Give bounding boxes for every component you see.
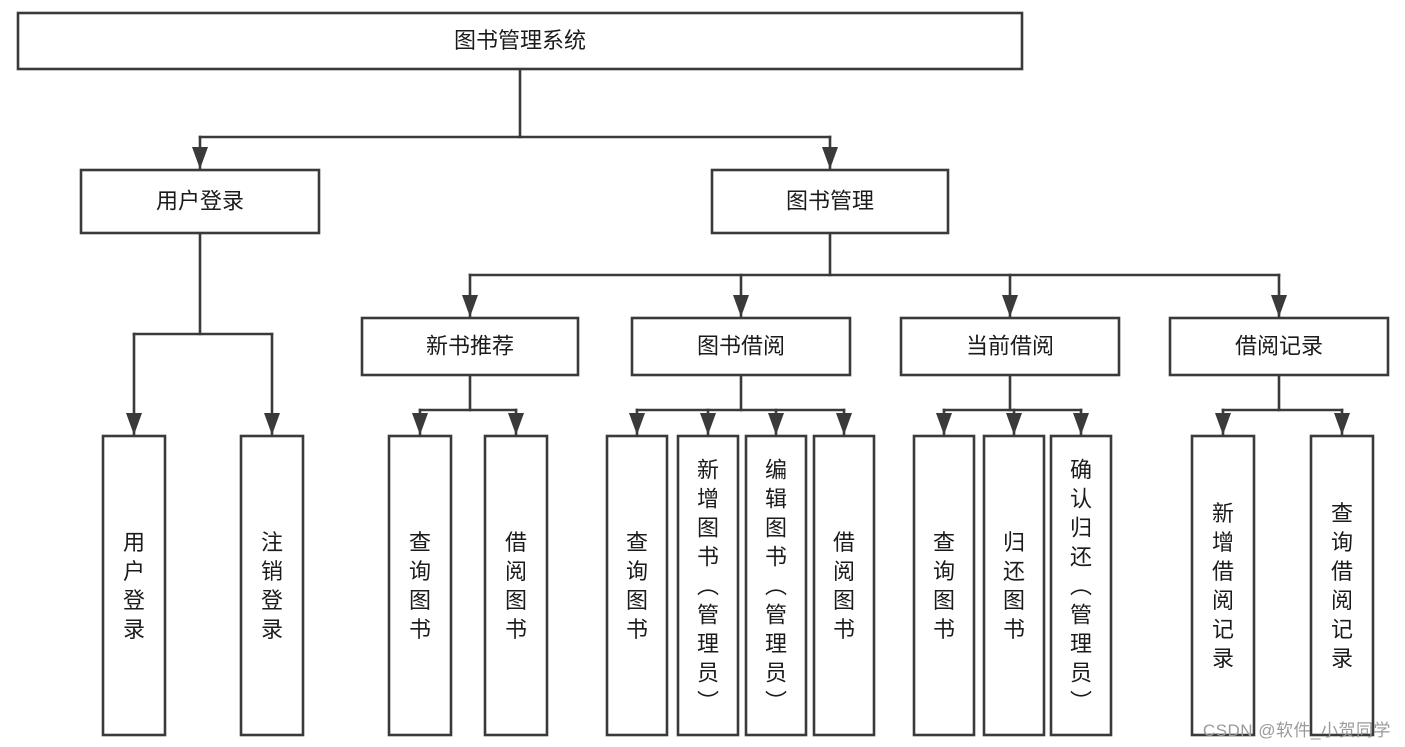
node-leaf-user-login[interactable]: 用户登录 (101, 434, 167, 737)
node-label-leaf-query-book-current: 查询图书 (933, 530, 955, 642)
node-label-leaf-add-borrow-record: 新增借阅记录 (1212, 501, 1234, 671)
node-box-leaf-query-book-current[interactable] (912, 434, 976, 737)
arrow-head-icon (508, 413, 524, 435)
node-box-borrow-records[interactable] (1168, 316, 1390, 377)
node-box-leaf-query-book-borrow[interactable] (605, 434, 669, 737)
node-leaf-return-book[interactable]: 归还图书 (982, 434, 1046, 737)
node-box-leaf-add-book-admin[interactable] (676, 434, 740, 737)
node-label-current-borrow: 当前借阅 (966, 333, 1054, 358)
node-label-leaf-borrow-book: 借阅图书 (833, 530, 855, 642)
node-new-book-recommend[interactable]: 新书推荐 (360, 316, 580, 377)
node-box-root[interactable] (16, 11, 1024, 71)
node-label-leaf-borrow-book-rec: 借阅图书 (505, 530, 527, 642)
arrow-head-icon (462, 295, 478, 317)
node-label-leaf-edit-book-admin: 编辑图书︵管理员︶ (765, 458, 787, 715)
arrow-head-icon (264, 413, 280, 435)
node-box-book-management[interactable] (710, 168, 950, 235)
node-borrow-records[interactable]: 借阅记录 (1168, 316, 1390, 377)
node-label-leaf-return-book: 归还图书 (1003, 530, 1025, 642)
node-label-book-management: 图书管理 (786, 188, 874, 213)
arrow-head-icon (822, 147, 838, 169)
node-box-leaf-user-login[interactable] (101, 434, 167, 737)
node-label-leaf-logout: 注销登录 (261, 530, 283, 642)
node-leaf-add-borrow-record[interactable]: 新增借阅记录 (1190, 434, 1256, 737)
arrow-head-icon (700, 413, 716, 435)
node-label-leaf-query-book-rec: 查询图书 (409, 530, 431, 642)
node-box-leaf-return-book[interactable] (982, 434, 1046, 737)
arrow-head-icon (1334, 413, 1350, 435)
node-label-leaf-confirm-return-admin: 确认归还︵管理员︶ (1070, 458, 1092, 715)
node-label-leaf-query-borrow-record: 查询借阅记录 (1331, 501, 1353, 671)
node-box-user-login[interactable] (79, 168, 321, 235)
node-box-leaf-edit-book-admin[interactable] (744, 434, 808, 737)
node-box-leaf-query-borrow-record[interactable] (1309, 434, 1375, 737)
arrow-head-icon (126, 413, 142, 435)
node-root[interactable]: 图书管理系统 (16, 11, 1024, 71)
arrow-head-icon (1215, 413, 1231, 435)
arrow-head-icon (936, 413, 952, 435)
arrow-head-icon (836, 413, 852, 435)
node-label-leaf-query-book-borrow: 查询图书 (626, 530, 648, 642)
arrow-head-icon (629, 413, 645, 435)
node-leaf-edit-book-admin[interactable]: 编辑图书︵管理员︶ (744, 434, 808, 737)
arrow-head-icon (412, 413, 428, 435)
watermark-text: CSDN @软件_小贺同学 (1202, 721, 1391, 740)
node-box-leaf-borrow-book-rec[interactable] (483, 434, 549, 737)
arrow-head-icon (1006, 413, 1022, 435)
node-layer: 图书管理系统用户登录图书管理新书推荐图书借阅当前借阅借阅记录用户登录注销登录查询… (16, 11, 1390, 737)
node-label-borrow-records: 借阅记录 (1235, 333, 1323, 358)
node-box-leaf-confirm-return-admin[interactable] (1049, 434, 1113, 737)
node-label-root: 图书管理系统 (454, 28, 586, 53)
arrow-head-icon (1073, 413, 1089, 435)
node-box-leaf-borrow-book[interactable] (812, 434, 876, 737)
node-label-new-book-recommend: 新书推荐 (426, 333, 514, 358)
node-leaf-query-borrow-record[interactable]: 查询借阅记录 (1309, 434, 1375, 737)
arrow-head-icon (192, 147, 208, 169)
node-current-borrow[interactable]: 当前借阅 (899, 316, 1121, 377)
node-label-leaf-add-book-admin: 新增图书︵管理员︶ (697, 458, 719, 715)
arrow-head-icon (1271, 295, 1287, 317)
node-box-leaf-add-borrow-record[interactable] (1190, 434, 1256, 737)
connector-layer (126, 67, 1350, 436)
node-label-book-borrow: 图书借阅 (697, 333, 785, 358)
node-box-leaf-logout[interactable] (239, 434, 305, 737)
node-label-user-login: 用户登录 (156, 188, 244, 213)
node-leaf-confirm-return-admin[interactable]: 确认归还︵管理员︶ (1049, 434, 1113, 737)
arrow-head-icon (768, 413, 784, 435)
arrow-head-icon (1002, 295, 1018, 317)
node-book-management[interactable]: 图书管理 (710, 168, 950, 235)
node-leaf-borrow-book[interactable]: 借阅图书 (812, 434, 876, 737)
node-leaf-query-book-rec[interactable]: 查询图书 (387, 434, 453, 737)
node-leaf-query-book-borrow[interactable]: 查询图书 (605, 434, 669, 737)
node-leaf-logout[interactable]: 注销登录 (239, 434, 305, 737)
arrow-head-icon (733, 295, 749, 317)
node-book-borrow[interactable]: 图书借阅 (630, 316, 852, 377)
node-label-leaf-user-login: 用户登录 (123, 530, 145, 642)
node-leaf-add-book-admin[interactable]: 新增图书︵管理员︶ (676, 434, 740, 737)
node-box-leaf-query-book-rec[interactable] (387, 434, 453, 737)
node-leaf-borrow-book-rec[interactable]: 借阅图书 (483, 434, 549, 737)
node-box-new-book-recommend[interactable] (360, 316, 580, 377)
node-user-login[interactable]: 用户登录 (79, 168, 321, 235)
node-leaf-query-book-current[interactable]: 查询图书 (912, 434, 976, 737)
node-box-book-borrow[interactable] (630, 316, 852, 377)
node-box-current-borrow[interactable] (899, 316, 1121, 377)
